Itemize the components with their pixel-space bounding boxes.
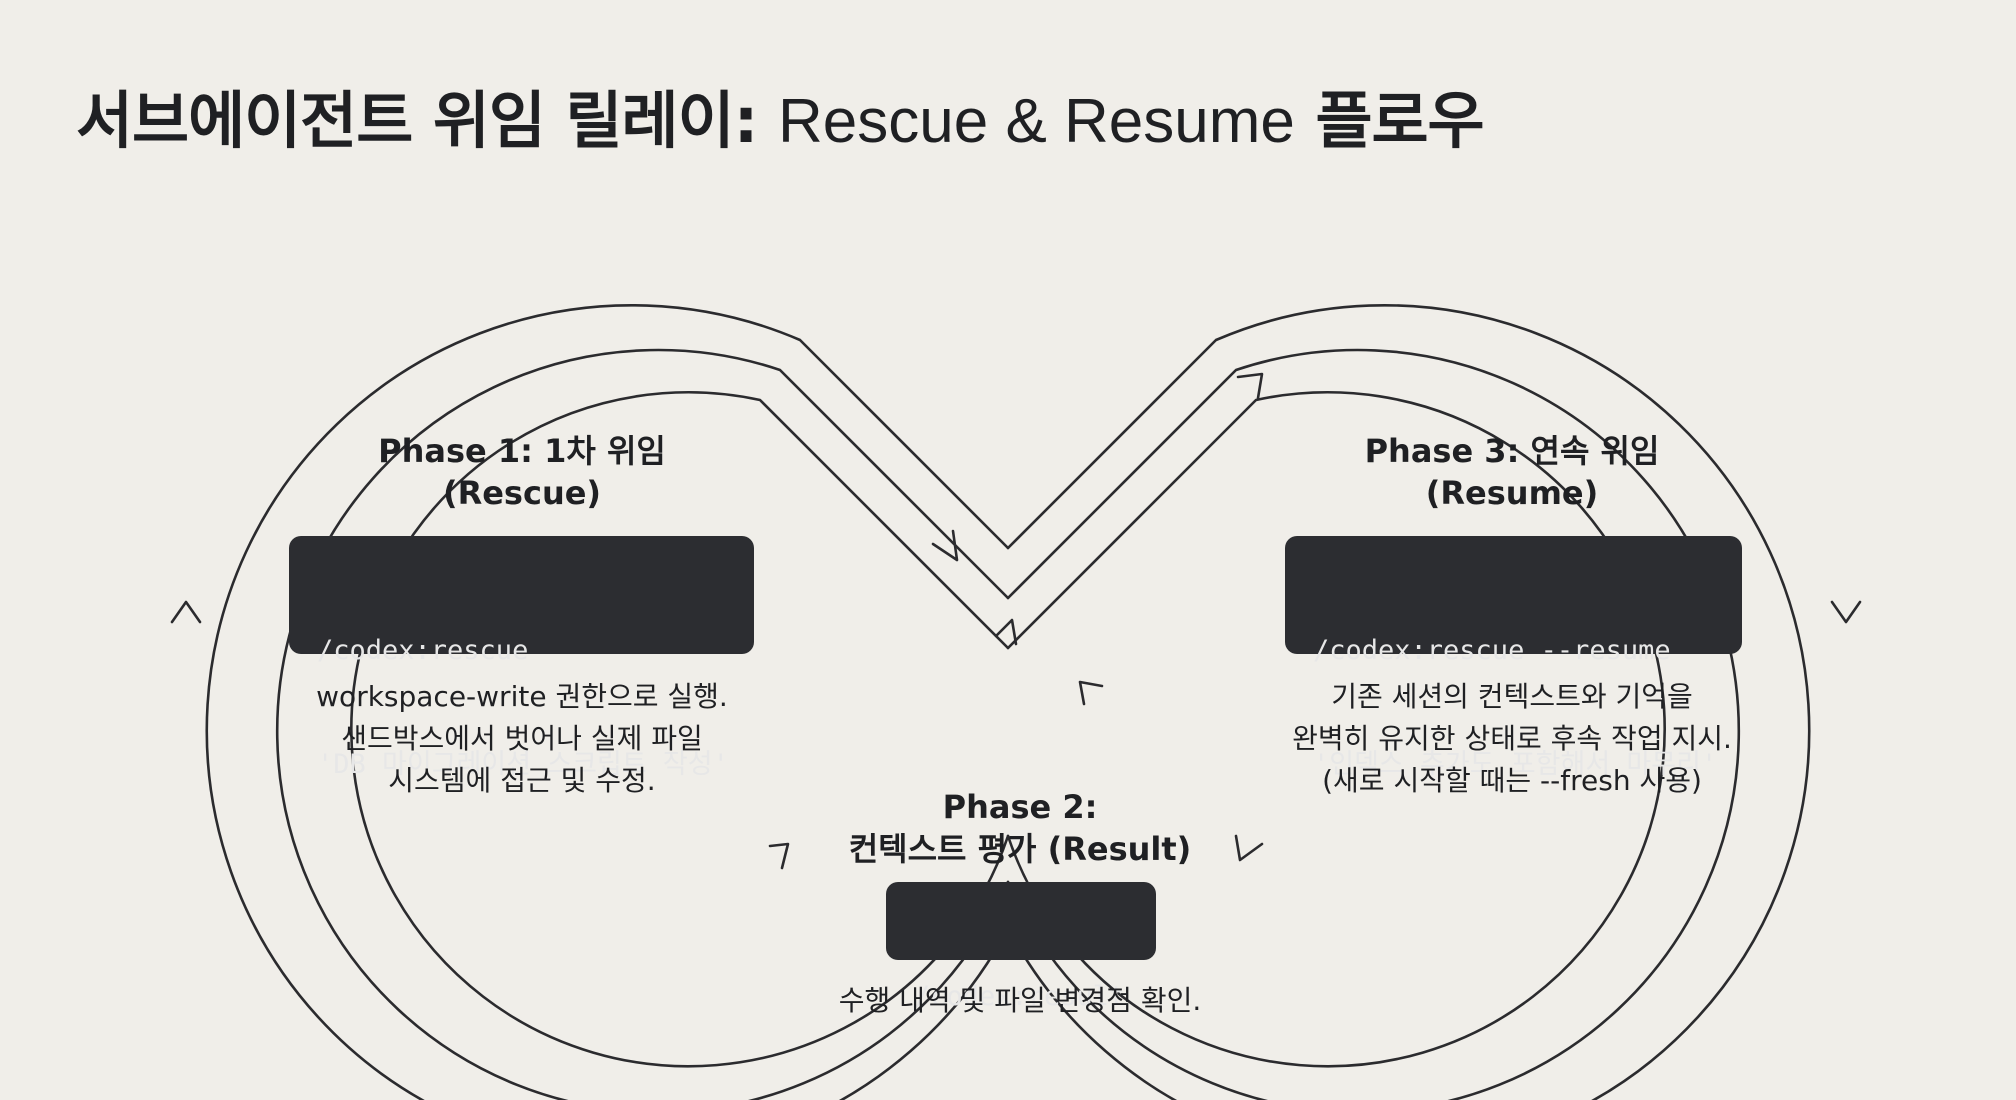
phase3-code-line2: '인덱스 추가도 포함해서 마무리' xyxy=(1313,749,1718,780)
phase3-desc-line3: (새로 시작할 때는 --fresh 사용) xyxy=(1322,764,1702,797)
flow-arrow-center-right-up xyxy=(1078,680,1104,706)
phase3-title: Phase 3: 연속 위임 (Resume) xyxy=(1312,430,1712,514)
right-lobe-middle-track xyxy=(1006,348,1741,1100)
phase1-desc-line2: 샌드박스에서 벗어나 실제 파일 xyxy=(341,722,703,755)
phase1-desc-line3: 시스템에 접근 및 수정. xyxy=(388,764,656,797)
phase2-code-line1: /codex:result xyxy=(914,981,1126,1012)
flow-arrow-lower-right-up xyxy=(1234,834,1264,862)
right-lobe-inner-track xyxy=(1006,391,1666,1068)
phase1-title-line2: (Rescue) xyxy=(442,474,602,512)
flow-arrow-upper-right xyxy=(1236,372,1264,400)
phase1-title: Phase 1: 1차 위임 (Rescue) xyxy=(322,430,722,514)
phase3-title-line1: Phase 3: 연속 위임 xyxy=(1364,432,1660,470)
page-title: 서브에이전트 위임 릴레이: Rescue & Resume 플로우 xyxy=(76,70,1485,160)
right-lobe-outer-track xyxy=(1006,303,1811,1100)
flow-arrow-center-up xyxy=(994,618,1018,646)
phase3-desc-line1: 기존 세션의 컨텍스트와 기억을 xyxy=(1331,680,1693,713)
phase3-description: 기존 세션의 컨텍스트와 기억을 완벽히 유지한 상태로 후속 작업 지시. (… xyxy=(1242,676,1782,802)
phase2-title: Phase 2: 컨텍스트 평가 (Result) xyxy=(820,786,1220,870)
left-lobe-middle-track xyxy=(275,348,1010,1100)
flow-arrow-lower-left-up xyxy=(768,842,790,870)
title-latin: Rescue & Resume xyxy=(778,87,1295,156)
flow-arrow-left-down xyxy=(931,529,959,562)
flow-arrow-left-up xyxy=(170,600,202,624)
phase3-code-block: /codex:rescue --resume '인덱스 추가도 포함해서 마무리… xyxy=(1285,536,1742,780)
phase2-title-line1: Phase 2: xyxy=(942,788,1098,826)
phase1-desc-line1: workspace-write 권한으로 실행. xyxy=(316,680,728,713)
left-lobe-inner-track xyxy=(350,391,1010,1068)
phase1-code-line1: /codex:rescue xyxy=(317,635,529,666)
phase1-description: workspace-write 권한으로 실행. 샌드박스에서 벗어나 실제 파… xyxy=(272,676,772,802)
phase2-title-line2: 컨텍스트 평가 (Result) xyxy=(848,830,1192,868)
title-suffix: 플로우 xyxy=(1294,84,1484,157)
phase3-title-line2: (Resume) xyxy=(1425,474,1599,512)
phase1-code-line2: 'DB 마이그레이션 스크립트 작성' xyxy=(317,749,729,780)
phase1-code-block: /codex:rescue 'DB 마이그레이션 스크립트 작성' xyxy=(289,536,754,780)
phase2-description: 수행 내역 및 파일 변경점 확인. xyxy=(770,980,1270,1022)
flow-arrow-right-down xyxy=(1830,600,1862,624)
phase3-code-line1: /codex:rescue --resume xyxy=(1313,635,1671,666)
phase2-desc-line1: 수행 내역 및 파일 변경점 확인. xyxy=(838,984,1202,1017)
left-lobe-outer-track xyxy=(205,303,1010,1100)
phase1-title-line1: Phase 1: 1차 위임 xyxy=(378,432,666,470)
title-prefix: 서브에이전트 위임 릴레이: xyxy=(76,84,778,157)
phase2-code-block: /codex:result xyxy=(886,882,1156,1012)
phase3-desc-line2: 완벽히 유지한 상태로 후속 작업 지시. xyxy=(1292,722,1732,755)
